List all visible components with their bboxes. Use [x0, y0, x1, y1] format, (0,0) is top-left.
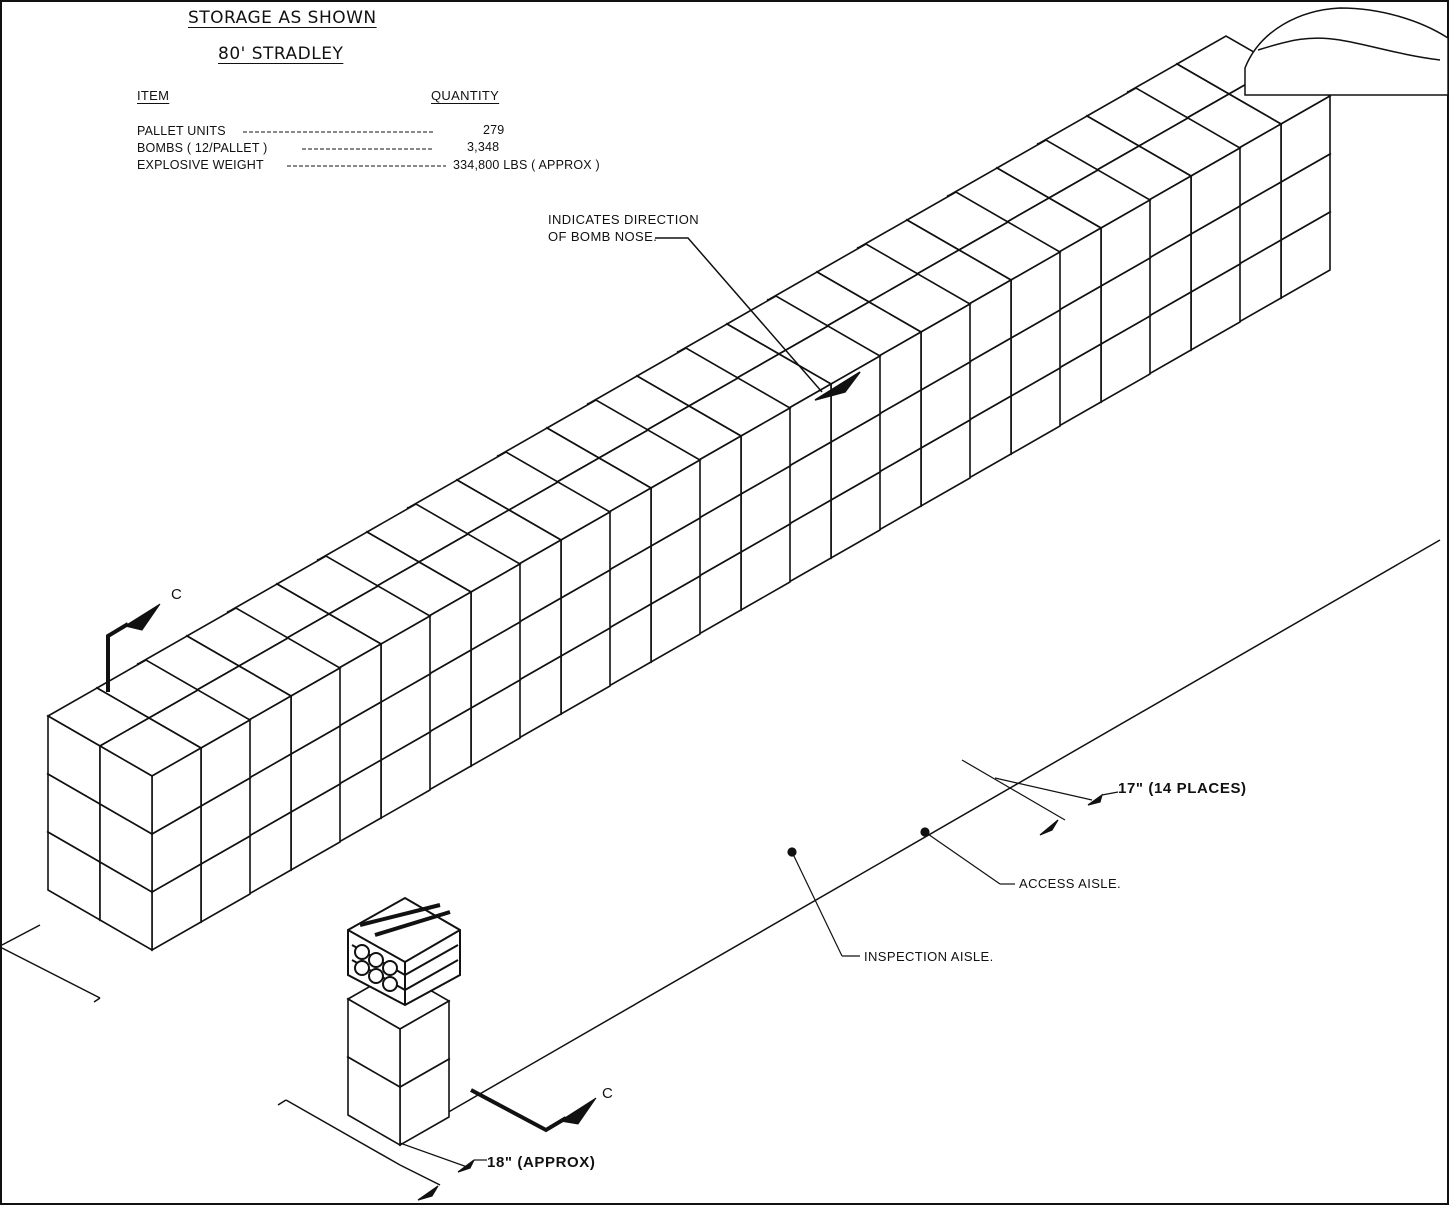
- access-aisle-label: ACCESS AISLE.: [1019, 876, 1122, 891]
- table-row-quantity: 279: [483, 123, 505, 137]
- bomb-nose-note-line2: OF BOMB NOSE.: [548, 229, 658, 244]
- dimension-lines: [399, 759, 1119, 1201]
- dimension-18-inch: 18" (APPROX): [487, 1154, 596, 1171]
- end-dome: [1244, 7, 1449, 96]
- title-storage-as-shown: STORAGE AS SHOWN: [188, 8, 377, 28]
- table-row-item: PALLET UNITS: [137, 124, 226, 138]
- bomb-nose-note-line1: INDICATES DIRECTION: [548, 212, 700, 227]
- pallet-unit: [99, 744, 153, 836]
- table-header-item: ITEM: [137, 88, 170, 103]
- table-row-quantity: 3,348: [467, 140, 500, 154]
- table-row-quantity: 334,800 LBS ( APPROX ): [453, 158, 600, 172]
- section-mark-c-lower: C: [602, 1085, 613, 1102]
- pallet-stacks: [46, 35, 1332, 1147]
- bomb-pallet: [347, 896, 461, 1007]
- bomb-nose-arrow: [655, 237, 861, 401]
- dimension-17-inch: 17" (14 PLACES): [1118, 780, 1247, 797]
- section-marker-lower: [470, 1088, 597, 1133]
- section-mark-c-upper: C: [171, 586, 182, 603]
- table-row-item: EXPLOSIVE WEIGHT: [137, 158, 264, 172]
- pallet-unit: [347, 997, 401, 1089]
- title-stradley: 80' STRADLEY: [218, 44, 344, 64]
- inspection-aisle-label: INSPECTION AISLE.: [864, 949, 994, 964]
- table-leader-dashes: [243, 131, 446, 167]
- table-header-quantity: QUANTITY: [431, 88, 500, 103]
- section-marker-upper: [106, 603, 161, 692]
- table-row-item: BOMBS ( 12/PALLET ): [137, 141, 268, 155]
- floor-lines: [1, 539, 1441, 1186]
